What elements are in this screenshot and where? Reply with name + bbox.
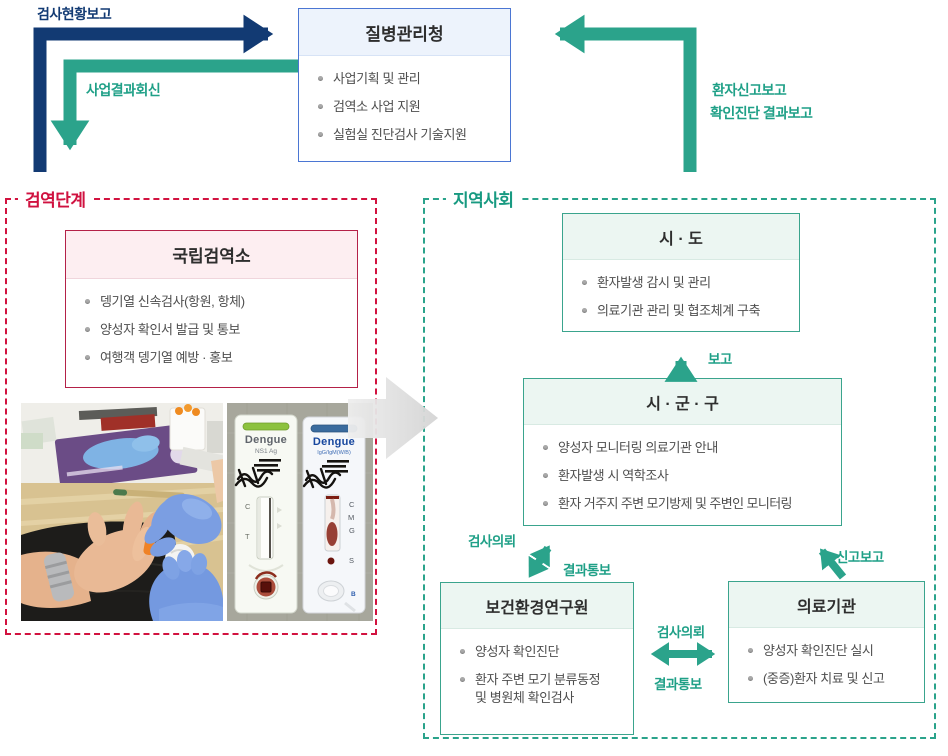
lancet-cup <box>169 407 206 451</box>
list-item: 환자발생 감시 및 관리 <box>582 274 791 292</box>
marker-b: B <box>351 591 356 598</box>
list-item: 실험실 진단검사 기술지원 <box>318 126 502 144</box>
result-notify-mid-label: 결과통보 <box>654 677 702 692</box>
list-item: 뎅기열 신속검사(항원, 항체) <box>85 293 349 311</box>
bullet-icon <box>318 132 323 137</box>
quarantine-section-label: 검역단계 <box>18 186 93 211</box>
medical-box: 의료기관 양성자 확인진단 실시 (중증)환자 치료 및 신고 <box>728 581 925 703</box>
gloved-hand-lower <box>149 550 223 621</box>
bullet-icon <box>460 649 465 654</box>
report-status-label: 검사현황보고 <box>37 6 112 22</box>
kit-green-stripe <box>242 422 290 431</box>
arrow-report-status <box>33 14 274 172</box>
bullet-icon <box>748 676 753 681</box>
kdca-title: 질병관리청 <box>299 9 510 56</box>
result-notify-diag-label: 결과통보 <box>563 563 611 578</box>
arrow-project-feedback <box>50 59 298 151</box>
list-item: 사업기획 및 관리 <box>318 70 502 88</box>
marker-t: T <box>245 532 250 541</box>
bullet-icon <box>748 648 753 653</box>
bullet-icon <box>318 76 323 81</box>
list-item: 양성자 확인서 발급 및 통보 <box>85 321 349 339</box>
pen <box>113 489 186 499</box>
kit-ink-bars <box>254 459 281 472</box>
bullet-icon <box>85 299 90 304</box>
project-feedback-label: 사업결과회신 <box>86 82 161 98</box>
quarantine-station-box: 국립검역소 뎅기열 신속검사(항원, 항체) 양성자 확인서 발급 및 통보 여… <box>65 230 358 388</box>
kdca-box: 질병관리청 사업기획 및 관리 검역소 사업 지원 실험실 진단검사 기술지원 <box>298 8 511 162</box>
glove-box <box>54 423 198 489</box>
list-item: 환자 주변 모기 분류동정 및 병원체 확인검사 <box>460 671 625 707</box>
list-item: 환자 거주지 주변 모기방제 및 주변인 모니터링 <box>543 495 833 513</box>
community-section-label: 지역사회 <box>446 186 521 211</box>
bullet-icon <box>543 445 548 450</box>
kit-ink-bars <box>322 460 349 473</box>
list-item: 양성자 모니터링 의료기관 안내 <box>543 439 833 457</box>
bullet-icon <box>460 677 465 682</box>
sigungu-title: 시 · 군 · 구 <box>524 379 841 425</box>
bullet-icon <box>582 280 587 285</box>
marker-g: G <box>349 526 355 535</box>
list-item: (중증)환자 치료 및 신고 <box>748 670 916 688</box>
confirm-result-label: 확인진단 결과보고 <box>710 105 813 121</box>
sido-box: 시 · 도 환자발생 감시 및 관리 의료기관 관리 및 협조체계 구축 <box>562 213 800 332</box>
test-request-diag-label: 검사의뢰 <box>468 534 516 549</box>
marker-s: S <box>349 556 354 565</box>
marker-c: C <box>245 502 251 511</box>
report-notify-label: 신고보고 <box>836 550 884 565</box>
list-item: 양성자 확인진단 <box>460 643 625 661</box>
test-kit-ns1: Dengue NS1 Ag C T <box>234 414 298 614</box>
bullet-icon <box>543 501 548 506</box>
quarantine-station-title: 국립검역소 <box>66 231 357 279</box>
bullet-icon <box>318 104 323 109</box>
kit-brand-text: Dengue <box>245 434 287 446</box>
blood-dot <box>327 557 335 565</box>
list-item: 양성자 확인진단 실시 <box>748 642 916 660</box>
watch <box>44 552 74 602</box>
kit-brand-text: Dengue <box>313 436 355 448</box>
institute-box: 보건환경연구원 양성자 확인진단 환자 주변 모기 분류동정 및 병원체 확인검… <box>440 582 634 735</box>
photo-blood-sampling <box>21 403 223 621</box>
list-item: 의료기관 관리 및 협조체계 구축 <box>582 302 791 320</box>
sido-title: 시 · 도 <box>563 214 799 260</box>
bullet-icon <box>543 473 548 478</box>
kit-type-text: IgG/IgM(W/B) <box>317 450 351 456</box>
photo-test-kits: Dengue NS1 Ag C T <box>227 403 373 621</box>
report-up-label: 보고 <box>708 352 732 367</box>
handwriting <box>302 467 342 489</box>
bullet-icon <box>582 308 587 313</box>
sigungu-box: 시 · 군 · 구 양성자 모니터링 의료기관 안내 환자발생 시 역학조사 환… <box>523 378 842 526</box>
kit-type-text: NS1 Ag <box>255 448 277 455</box>
handwriting <box>234 466 274 488</box>
list-item: 환자발생 시 역학조사 <box>543 467 833 485</box>
medical-title: 의료기관 <box>729 582 924 628</box>
bullet-icon <box>85 327 90 332</box>
marker-c: C <box>349 500 355 509</box>
test-kit-iggm: Dengue IgG/IgM(W/B) C M G S B <box>302 416 366 614</box>
test-request-mid-label: 검사의뢰 <box>657 625 705 640</box>
list-item: 검역소 사업 지원 <box>318 98 502 116</box>
marker-m: M <box>348 513 354 522</box>
bullet-icon <box>85 355 90 360</box>
kit-blue-stripe <box>310 424 358 433</box>
list-item: 여행객 뎅기열 예방 · 홍보 <box>85 349 349 367</box>
arrow-patient-report <box>554 14 697 172</box>
patient-report-label: 환자신고보고 <box>712 82 787 98</box>
community-section-frame <box>423 198 936 739</box>
institute-title: 보건환경연구원 <box>441 583 633 629</box>
